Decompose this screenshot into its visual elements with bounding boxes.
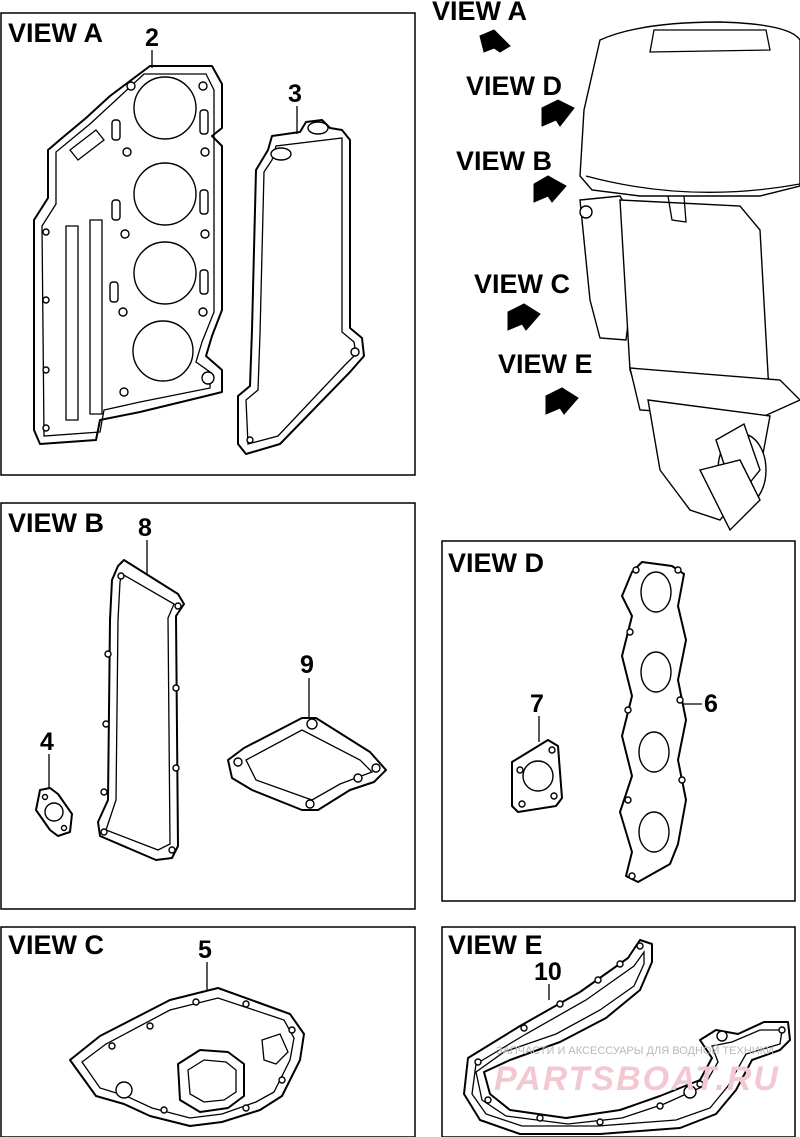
part-label-7: 7 <box>530 690 544 718</box>
part-label-3: 3 <box>288 80 302 108</box>
watermark-caption: ЗАПЧАСТИ И АКСЕССУАРЫ ДЛЯ ВОДНОЙ ТЕХНИКИ <box>496 1044 774 1057</box>
watermark-brand: PARTSBOAT.RU <box>494 1060 780 1098</box>
intake-manifold-gasket <box>619 561 687 883</box>
arrow-view-e-icon <box>545 387 579 415</box>
arrow-view-a-icon <box>479 29 511 53</box>
locator-label-view-e: VIEW E <box>498 349 593 379</box>
part-label-5: 5 <box>198 936 212 964</box>
view-e-panel: VIEW E 10 ЗАПЧАСТИ И АКСЕССУАРЫ ДЛЯ ВОДН… <box>441 926 796 1137</box>
thermostat-cover-gasket <box>511 739 563 813</box>
view-e-title: VIEW E <box>448 930 543 960</box>
locator-label-view-c: VIEW C <box>474 269 570 299</box>
small-flange-gasket <box>35 787 73 837</box>
view-c-panel: VIEW C 5 <box>0 926 416 1137</box>
lower-cover-gasket <box>463 939 791 1135</box>
part-label-10: 10 <box>534 958 562 986</box>
view-b-panel: VIEW B 8 4 <box>0 502 416 910</box>
cylinder-head-gasket <box>33 65 223 445</box>
locator-label-view-a: VIEW A <box>432 0 527 26</box>
arrow-view-c-icon <box>507 303 541 331</box>
arrow-view-d-icon <box>541 99 575 127</box>
view-a-title: VIEW A <box>8 18 103 48</box>
view-b-title: VIEW B <box>8 508 104 538</box>
locator-label-view-d: VIEW D <box>466 71 562 101</box>
exhaust-cover-gasket <box>237 119 365 455</box>
square-cover-gasket <box>227 717 387 811</box>
locator-label-view-b: VIEW B <box>456 146 552 176</box>
part-label-8: 8 <box>138 514 152 542</box>
part-label-6: 6 <box>704 690 718 718</box>
outboard-motor-illustration <box>579 21 800 532</box>
locator-area: VIEW A VIEW D VIEW B VIEW C VIEW E <box>432 0 800 532</box>
arrow-view-b-icon <box>533 175 567 203</box>
oil-pan-gasket <box>69 987 305 1127</box>
view-c-title: VIEW C <box>8 930 104 960</box>
part-label-9: 9 <box>300 651 314 679</box>
long-cover-gasket <box>97 559 185 861</box>
part-label-2: 2 <box>145 24 159 52</box>
part-label-4: 4 <box>40 728 54 756</box>
view-d-title: VIEW D <box>448 548 544 578</box>
view-d-panel: VIEW D 7 6 <box>441 540 796 902</box>
view-a-panel: VIEW A <box>0 12 416 476</box>
